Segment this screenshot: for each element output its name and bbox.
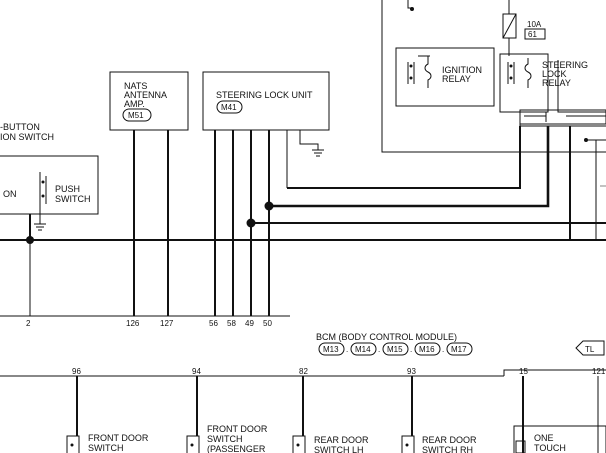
front-door-switch-driver-label-2: SWITCH (88, 443, 124, 453)
steering-lock-relay-label-3: RELAY (542, 78, 571, 88)
bcm-connectors: M13 . M14 . M15 . M16 . M17 (318, 342, 473, 356)
bcm-connector-badge (382, 342, 409, 356)
fuse-rating: 10A (527, 20, 542, 29)
steering-lock-relay-label-2: LOCK (542, 69, 567, 79)
svg-text:.: . (346, 345, 348, 354)
one-touch-label-1: ONE (534, 433, 554, 443)
junction-dot (264, 201, 274, 211)
tl-tag-label: TL (585, 345, 595, 354)
front-door-switch-passenger-label-3: (PASSENGER (207, 444, 266, 453)
steering-lock-unit-connector-badge (216, 100, 243, 114)
nats-label-2: ANTENNA (124, 90, 167, 100)
bcm-connector: M17 (451, 345, 467, 354)
nats-label-3: AMP. (124, 99, 145, 109)
nats-label-1: NATS (124, 81, 147, 91)
bus-to-relay-2 (269, 126, 550, 208)
rear-door-switch-rh-label-1: REAR DOOR (422, 435, 477, 445)
front-door-switch-driver-label-1: FRONT DOOR (88, 433, 149, 443)
fuse-number-box (524, 28, 546, 40)
bcm-connector: M16 (419, 345, 435, 354)
bcm-pin-label: 82 (299, 367, 308, 376)
junction-dot (246, 218, 256, 228)
tl-tag: TL (575, 340, 605, 356)
ignition-relay-label-1: IGNITION (442, 65, 482, 75)
push-button-switch-label-2: ION SWITCH (0, 132, 54, 142)
front-door-switch-passenger-label-2: SWITCH (207, 434, 243, 444)
bcm-pin-label: 15 (519, 367, 528, 376)
steering-lock-unit-box (202, 71, 330, 131)
fuse-number: 61 (528, 30, 537, 39)
svg-text:.: . (378, 345, 380, 354)
nats-connector-badge (122, 108, 152, 122)
nats-antenna-amp-box (109, 71, 189, 131)
front-door-switch-passenger-label-1: FRONT DOOR (207, 424, 268, 434)
ignition-relay-symbol (407, 55, 432, 88)
bcm-connector-badge (446, 342, 473, 356)
push-button-switch-label-1: -BUTTON (0, 122, 40, 132)
steering-lock-unit-label: STEERING LOCK UNIT (216, 90, 313, 100)
bus-to-relay-1 (287, 126, 521, 189)
slu-ground-wire (299, 130, 319, 150)
front-door-switch-passenger: FRONT DOOR SWITCH (PASSENGER (186, 424, 268, 453)
slu-ground-icon (312, 149, 324, 157)
bcm-connector: M14 (355, 345, 371, 354)
steering-lock-unit-connector: M41 (221, 103, 237, 112)
nats-connector: M51 (128, 111, 144, 120)
bcm-label: BCM (BODY CONTROL MODULE) (316, 332, 457, 342)
bcm-pin-label: 96 (72, 367, 81, 376)
bcm-connector-badge (414, 342, 441, 356)
relay-module (381, 0, 606, 187)
svg-text:.: . (442, 345, 444, 354)
on-label: ON (3, 189, 17, 199)
pin-label: 2 (26, 319, 31, 328)
pin-label: 50 (263, 319, 272, 328)
bcm-pin-label: 93 (407, 367, 416, 376)
bcm-connector: M15 (387, 345, 403, 354)
ignition-relay-label-2: RELAY (442, 74, 471, 84)
bcm-pin-label: 121 (592, 367, 606, 376)
pin-label: 127 (160, 319, 174, 328)
pin-label: 126 (126, 319, 140, 328)
front-door-switch-driver: FRONT DOOR SWITCH (66, 433, 149, 453)
one-touch-label-2: TOUCH (534, 443, 566, 453)
junction-dot (26, 236, 34, 244)
push-switch-label-2: SWITCH (55, 194, 91, 204)
one-touch-switch: ONE TOUCH (513, 425, 606, 453)
steering-lock-relay-label-1: STEERING (542, 60, 588, 70)
push-switch-label-1: PUSH (55, 184, 80, 194)
push-switch-symbol (34, 172, 47, 231)
bcm-pin-label: 94 (192, 367, 201, 376)
rear-door-switch-rh-label-2: SWITCH RH (422, 445, 473, 453)
rear-door-switch-lh-label-1: REAR DOOR (314, 435, 369, 445)
rear-door-switch-lh: REAR DOOR SWITCH LH (292, 435, 369, 453)
svg-text:.: . (410, 345, 412, 354)
bcm-connector-badge (318, 342, 345, 356)
pin-label: 49 (245, 319, 254, 328)
rear-door-switch-lh-label-2: SWITCH LH (314, 445, 364, 453)
push-button-switch-box (0, 155, 99, 215)
bcm-connector-badge (350, 342, 377, 356)
bcm-connector: M13 (323, 345, 339, 354)
pin-label: 58 (227, 319, 236, 328)
pin-label: 56 (209, 319, 218, 328)
rear-door-switch-rh: REAR DOOR SWITCH RH (401, 435, 477, 453)
steering-lock-relay-symbol (507, 58, 532, 88)
